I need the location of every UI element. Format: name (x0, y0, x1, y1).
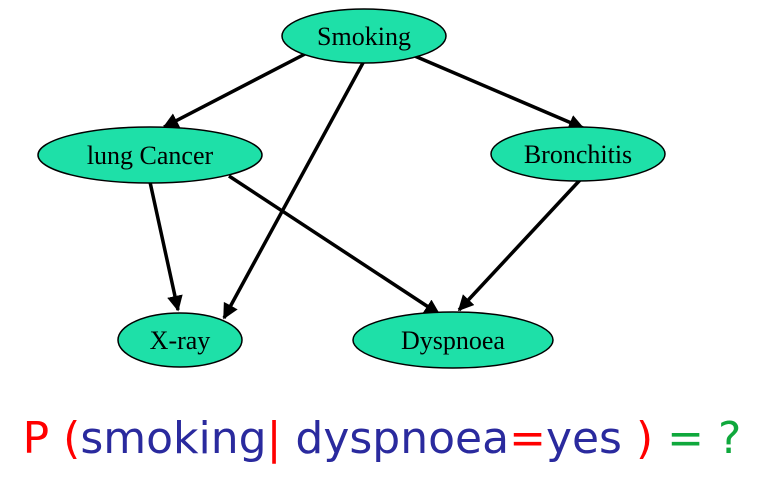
node-ellipse (490, 126, 666, 182)
query-equals: = (509, 413, 546, 464)
query-close-paren: ) (635, 413, 654, 464)
edge-smoking-to-lung-cancer (162, 52, 306, 129)
query-given-bar: | (266, 413, 282, 464)
node-label-bronchitis: Bronchitis (524, 140, 632, 169)
node-label-smoking: Smoking (317, 22, 411, 51)
query-result: = ? (667, 413, 742, 464)
query-evidence-variable: dyspnoea (295, 413, 510, 464)
node-lung-cancer: lung Cancer (37, 126, 263, 184)
edge-smoking-to-bronchitis (409, 52, 585, 130)
node-ellipse (117, 312, 243, 368)
node-bronchitis: Bronchitis (490, 126, 666, 182)
node-xray: X-ray (117, 312, 243, 368)
node-label-lung-cancer: lung Cancer (87, 141, 214, 170)
node-label-dyspnoea: Dyspnoea (401, 326, 505, 355)
node-ellipse (281, 8, 447, 64)
edge-lung-cancer-to-xray (148, 181, 183, 312)
edge-smoking-to-xray (222, 60, 366, 320)
node-ellipse (37, 126, 263, 184)
probability-query: P (smoking| dyspnoea=yes ) = ? (0, 414, 764, 464)
edge-bronchitis-to-dyspnoea (457, 178, 582, 312)
edge-lung-cancer-to-dyspnoea (228, 174, 441, 316)
node-dyspnoea: Dyspnoea (352, 311, 554, 369)
query-evidence-value: yes (545, 413, 622, 464)
node-label-xray: X-ray (150, 326, 211, 355)
node-ellipse (352, 311, 554, 369)
query-open-paren: ( (63, 413, 81, 464)
query-p: P (22, 413, 50, 464)
query-variable: smoking (80, 413, 267, 464)
node-smoking: Smoking (281, 8, 447, 64)
